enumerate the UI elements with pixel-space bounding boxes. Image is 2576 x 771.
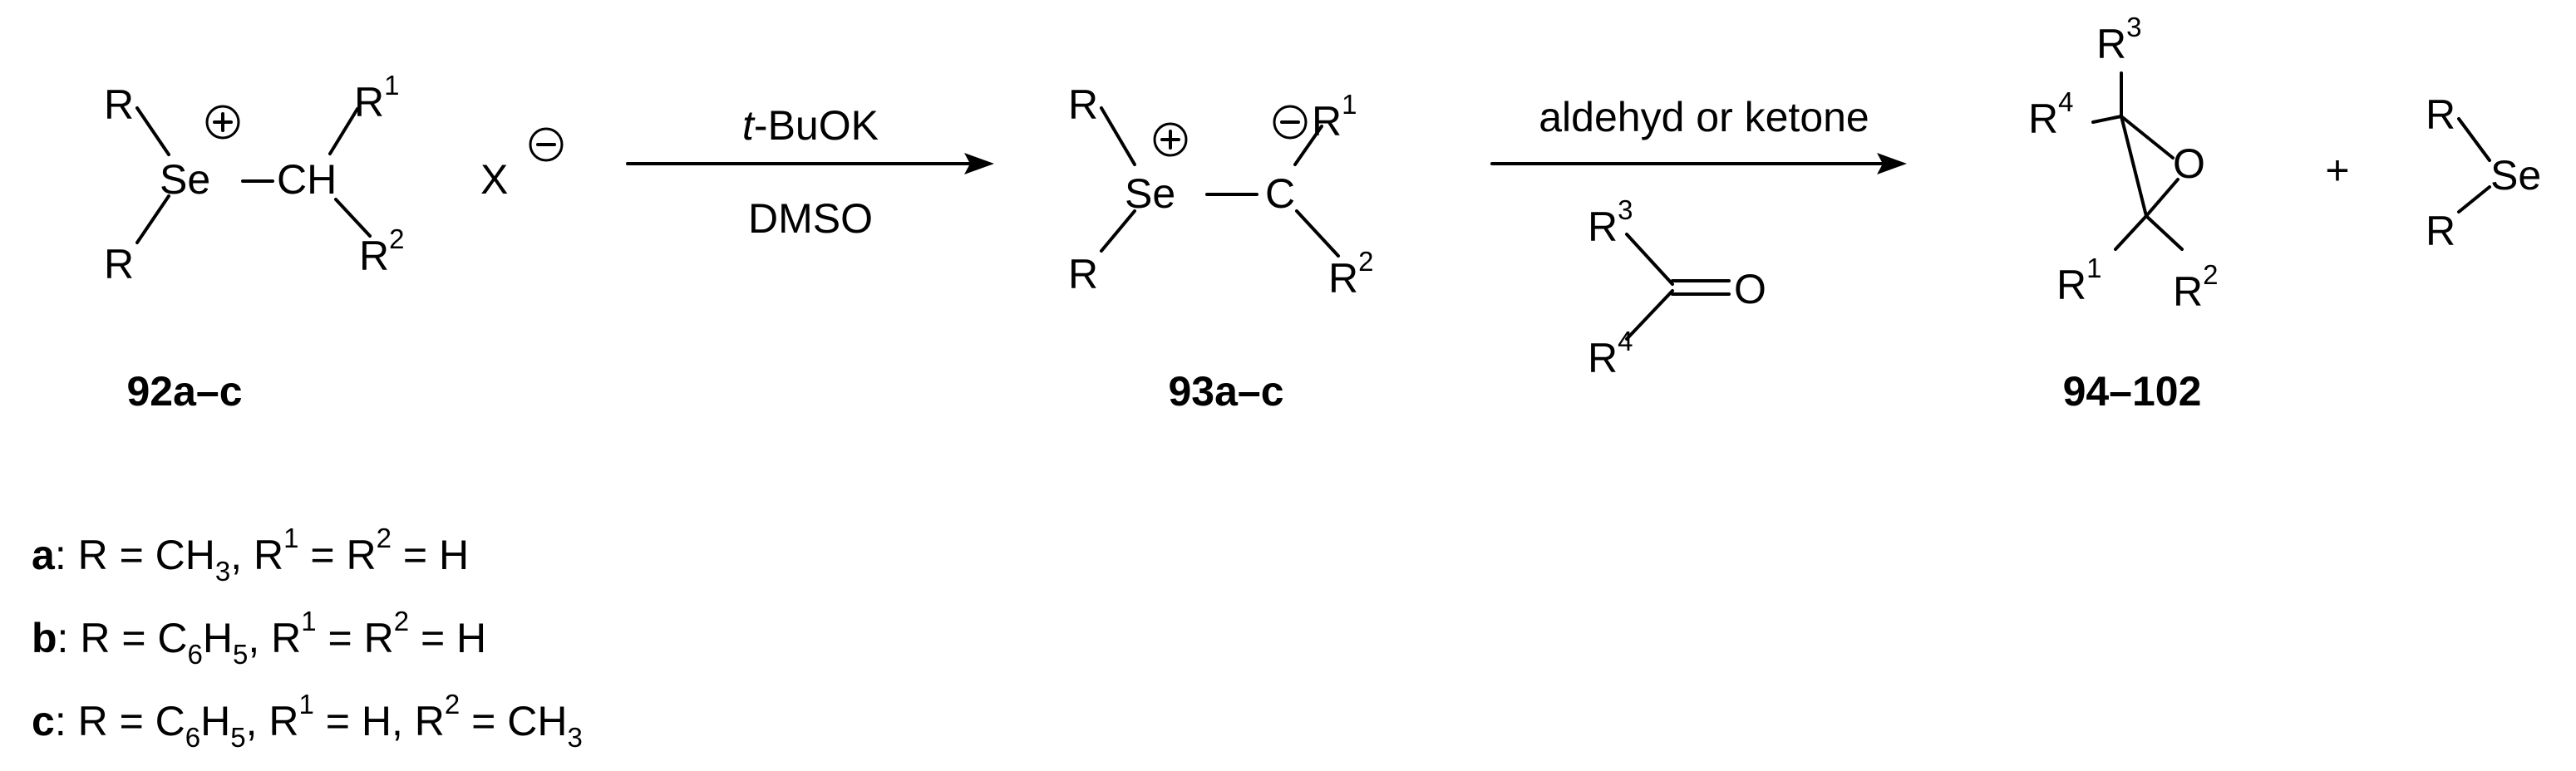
atom-r3: R3 <box>2096 12 2141 67</box>
atom-r2: R2 <box>1328 246 1373 302</box>
selenide-byproduct: R R Se <box>2426 91 2541 254</box>
negative-charge-icon <box>1273 105 1308 140</box>
atom-r: R <box>104 81 134 128</box>
compound-label-92: 92a–c <box>126 368 242 415</box>
atom-r: R <box>2426 208 2455 254</box>
compound-93: R R Se C R1 R2 93a–c <box>1068 81 1373 415</box>
compound-92: R R Se CH R1 R2 X 92a–c <box>104 70 564 415</box>
atom-r: R <box>104 241 134 287</box>
atom-se: Se <box>1125 170 1175 217</box>
atom-r3: R3 <box>1588 194 1633 250</box>
legend-line-c: c: R = C6H5, R1 = H, R2 = CH3 <box>32 689 583 753</box>
reagent-carbonyl: aldehyd or ketone <box>1539 94 1869 140</box>
atom-se: Se <box>2490 152 2541 199</box>
atom-r1: R1 <box>1312 89 1357 145</box>
atom-r4: R4 <box>1588 326 1633 381</box>
reagent-solvent: DMSO <box>748 195 873 242</box>
atom-r: R <box>1068 251 1098 297</box>
legend-line-b: b: R = C6H5, R1 = R2 = H <box>32 606 486 670</box>
atom-ch: CH <box>277 156 337 203</box>
reagent-base: t-BuOK <box>742 102 879 149</box>
atom-r: R <box>1068 81 1098 128</box>
legend-line-a: a: R = CH3, R1 = R2 = H <box>32 523 469 587</box>
negative-charge-icon <box>529 127 564 162</box>
reaction-arrow-1: t-BuOK DMSO <box>626 102 994 242</box>
atom-c: C <box>1265 170 1295 217</box>
atom-r2: R2 <box>359 223 404 279</box>
plus-operator: + <box>2325 147 2349 194</box>
compound-label-94-102: 94–102 <box>2063 368 2202 415</box>
atom-r1: R1 <box>2056 253 2101 308</box>
compound-label-93: 93a–c <box>1168 368 1283 415</box>
atom-r: R <box>2426 91 2455 138</box>
positive-charge-icon <box>1153 122 1188 157</box>
atom-r1: R1 <box>354 70 399 125</box>
reaction-arrow-2: aldehyd or ketone R3 R4 O <box>1490 94 1907 381</box>
positive-charge-icon <box>205 105 240 140</box>
atom-o: O <box>1734 266 1766 312</box>
atom-r2: R2 <box>2173 259 2218 315</box>
compound-94-102: R3 R4 O R1 R2 94–102 <box>2028 12 2218 415</box>
atom-r4: R4 <box>2028 86 2073 142</box>
atom-x: X <box>480 156 508 203</box>
substituent-legend: a: R = CH3, R1 = R2 = H b: R = C6H5, R1 … <box>32 523 583 753</box>
